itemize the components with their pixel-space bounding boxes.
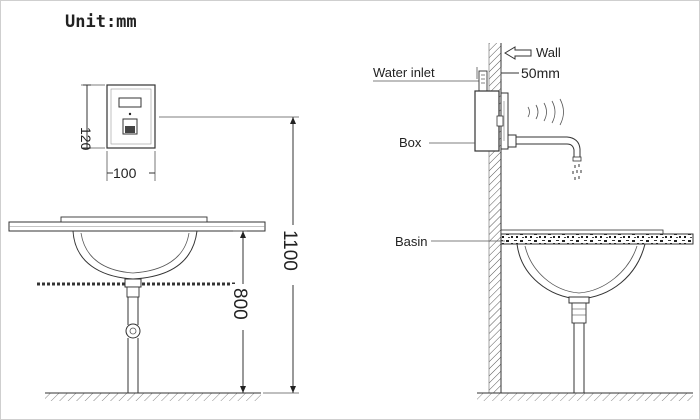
water-drops-icon: [572, 164, 582, 180]
dim-depth-label: 50mm: [521, 65, 560, 81]
box-label: Box: [399, 135, 422, 150]
drain-pipe-front: [124, 278, 142, 393]
sensor-box-front: [106, 84, 156, 149]
basin-bowl-side: [516, 243, 646, 300]
unit-title: Unit:mm: [65, 12, 137, 32]
countertop-front: [8, 216, 266, 232]
sensor-box-side: [474, 90, 509, 152]
basin-inner-side: [524, 245, 638, 294]
water-inlet-fitting: [478, 70, 488, 92]
dim-box-width-label: 100: [113, 165, 137, 181]
dim-box-width: 100: [106, 151, 156, 181]
floor-side: [477, 392, 693, 401]
basin-inner-front: [80, 232, 190, 274]
dim-install-height-label: 1100: [279, 230, 300, 271]
basin-label: Basin: [395, 234, 428, 249]
box-callout: Box: [399, 135, 475, 150]
basin-callout: Basin: [395, 234, 505, 249]
side-view: Wall 50mm Water inlet: [373, 43, 694, 401]
wall-callout: Wall: [504, 45, 561, 60]
dim-depth: 50mm: [476, 65, 560, 81]
dim-basin-height: 800: [229, 230, 254, 393]
faucet-spout: [507, 134, 582, 162]
dim-box-height: 120: [78, 84, 105, 151]
water-inlet-callout: Water inlet: [373, 65, 481, 82]
dim-install-height: 1100: [159, 116, 304, 394]
front-view: 120 100: [8, 84, 304, 401]
sensor-waves-icon: [527, 98, 564, 126]
floor-front: [45, 392, 261, 401]
countertop-side: [500, 229, 694, 245]
water-inlet-label: Water inlet: [373, 65, 435, 80]
drain-pipe-side: [568, 296, 590, 393]
wall-label: Wall: [536, 45, 561, 60]
dim-box-height-label: 120: [78, 127, 94, 151]
dim-basin-height-label: 800: [229, 288, 250, 320]
